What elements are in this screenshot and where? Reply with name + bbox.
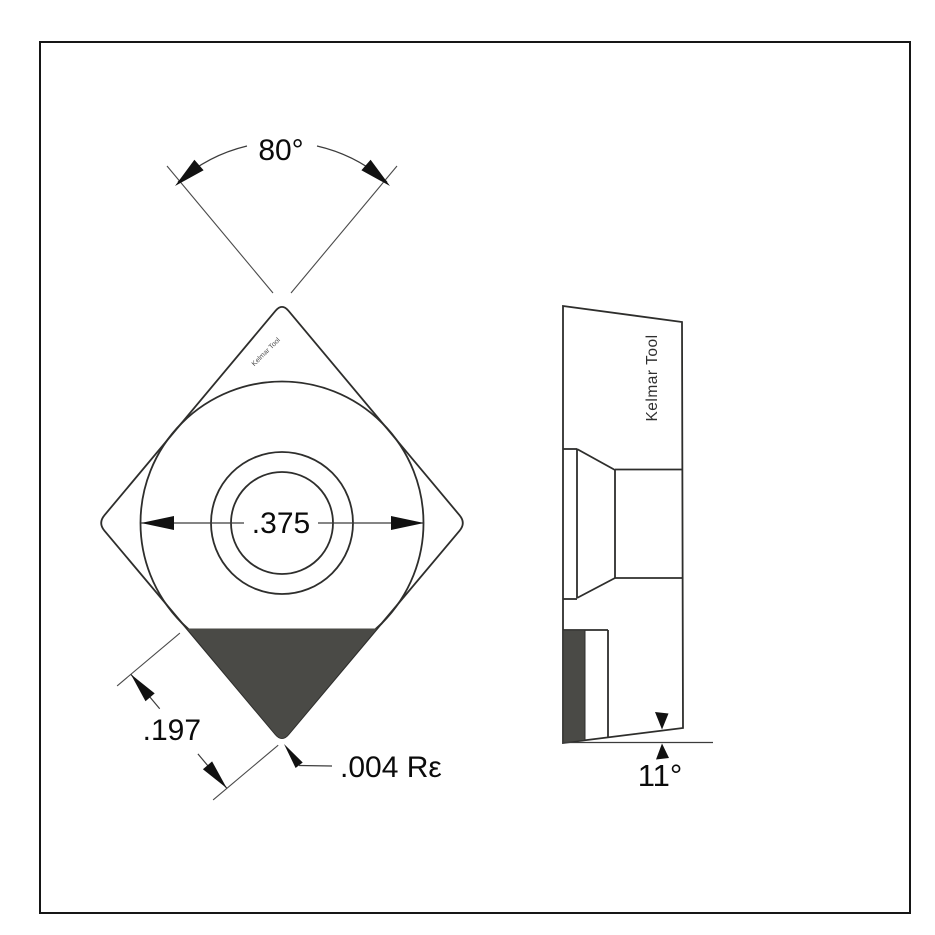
tip-edge-length-label: .197 <box>143 714 201 747</box>
edge-arrowhead-lower <box>202 761 227 789</box>
diameter-arrowhead-left <box>141 516 174 530</box>
countersink-bottom-chamfer <box>576 577 616 599</box>
top-angle-dimension: 80° <box>166 134 398 294</box>
hole-profile-side <box>563 448 683 600</box>
watermark-front: Kelmar Tool <box>251 337 282 368</box>
corner-radius-leader: .004 Rε <box>284 744 442 784</box>
angle-arrowhead-left <box>175 159 204 186</box>
clearance-arrowhead-lower <box>656 743 669 760</box>
clearance-angle-label: 11° <box>638 758 683 793</box>
angle-extension-line-left <box>166 165 274 294</box>
corner-radius-label: .004 Rε <box>340 751 442 784</box>
top-angle-label: 80° <box>258 134 303 167</box>
cbn-tip-front <box>187 628 377 739</box>
corner-radius-arrowhead <box>284 744 303 768</box>
tip-region-side <box>562 629 609 744</box>
cbn-tip-side <box>562 629 586 744</box>
insert-body-side <box>562 304 684 745</box>
front-view: Kelmar Tool 80° .375 <box>100 134 464 801</box>
corner-radius-leader-line <box>298 764 333 767</box>
clearance-angle-dimension: 11° <box>563 712 713 793</box>
hole-diameter-dimension: .375 <box>141 507 424 540</box>
angle-arrowhead-right <box>361 159 390 186</box>
side-view: Kelmar Tool 11° <box>562 304 713 793</box>
diameter-arrowhead-right <box>391 516 424 530</box>
edge-extension-line-upper <box>116 632 181 687</box>
edge-arrowhead-upper <box>130 674 155 702</box>
angle-extension-line-right <box>290 165 398 294</box>
edge-extension-line-lower <box>212 744 279 801</box>
tip-edge-dimension: .197 <box>116 632 279 801</box>
hole-diameter-label: .375 <box>252 507 310 540</box>
watermark-side: Kelmar Tool <box>644 334 661 421</box>
clearance-arrowhead-upper <box>655 712 669 730</box>
drawing-frame <box>39 41 911 914</box>
countersink-top-chamfer <box>576 448 616 471</box>
